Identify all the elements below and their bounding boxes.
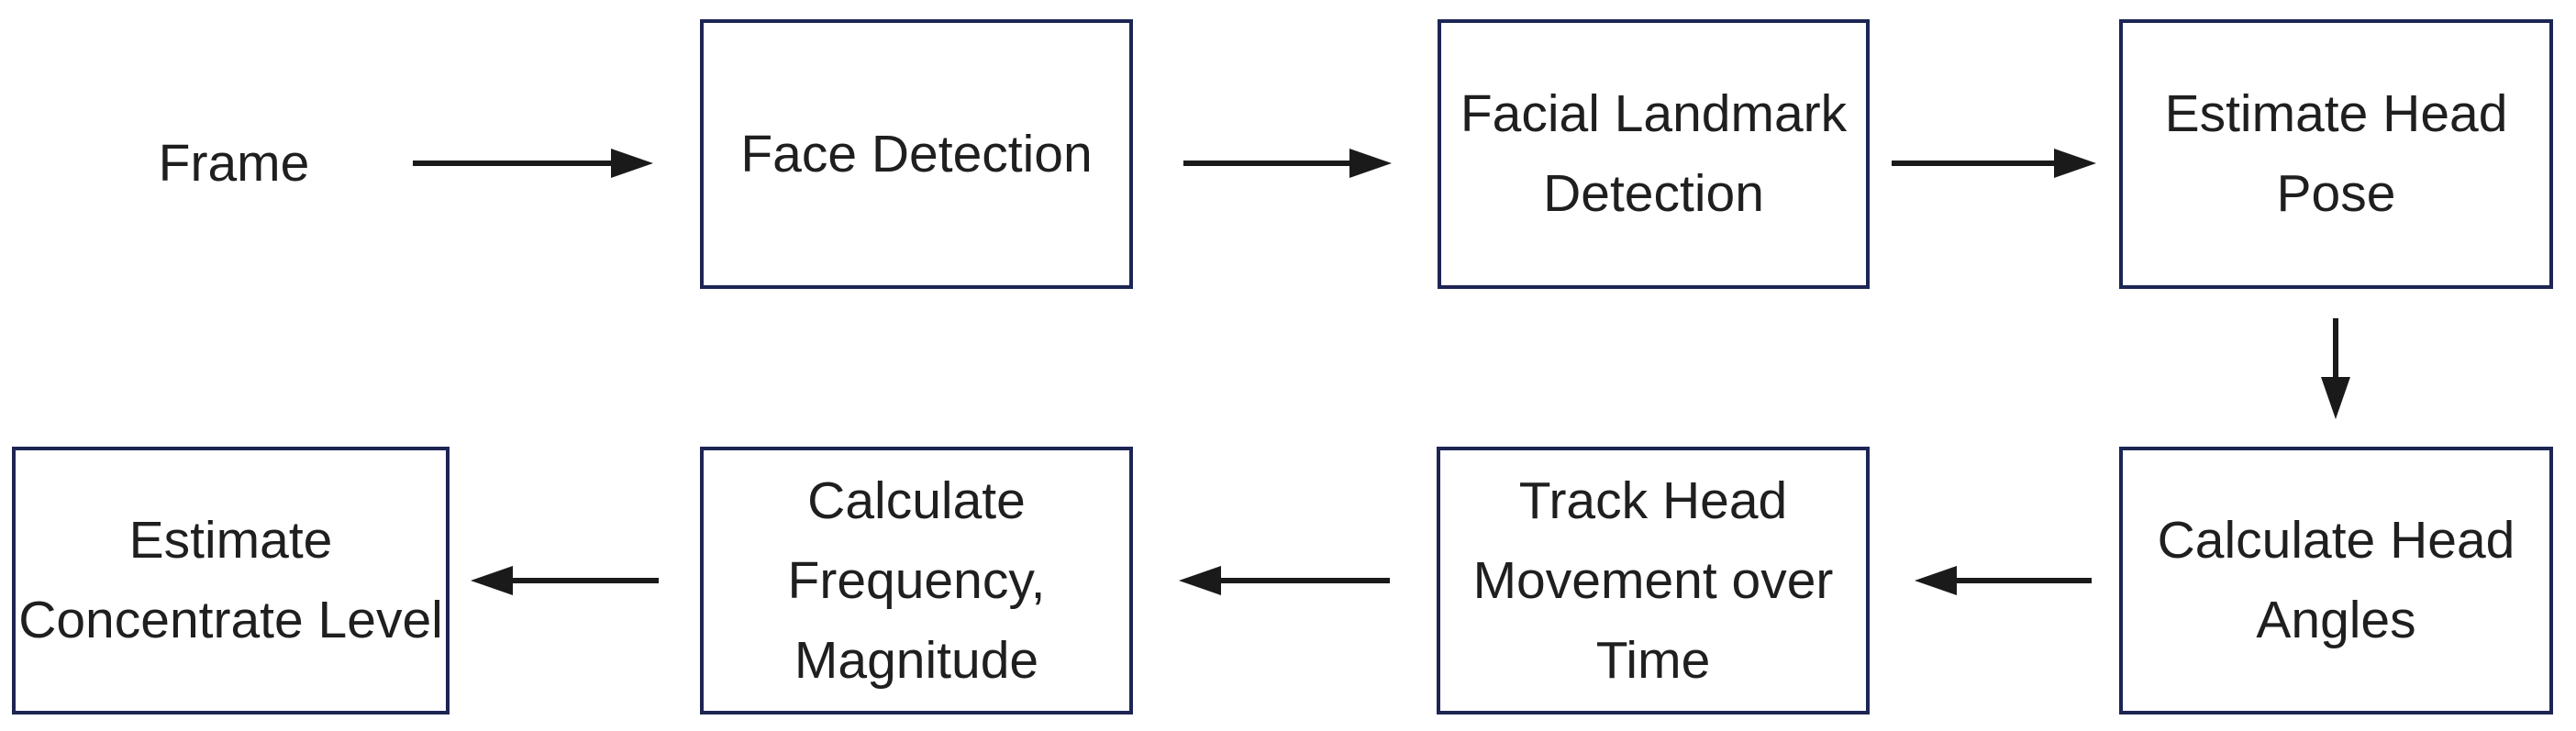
node-label-line: Pose xyxy=(2276,164,2396,223)
node-label-line: Concentrate Level xyxy=(18,591,443,649)
node-label-line: Detection xyxy=(1543,164,1764,223)
node-label-line: Magnitude xyxy=(794,630,1039,690)
arrow-frame-to-face-detection xyxy=(413,149,653,178)
node-calculate-frequency-magnitude: Calculate Frequency, Magnitude xyxy=(700,447,1133,714)
arrow-estimate-head-pose-to-calculate-head-angles xyxy=(2321,318,2350,419)
node-label-line: Frequency, xyxy=(787,550,1046,610)
node-face-detection: Face Detection xyxy=(700,19,1133,289)
node-calculate-head-angles: Calculate Head Angles xyxy=(2119,447,2553,714)
arrow-face-detection-to-facial-landmark-detection xyxy=(1183,149,1392,178)
node-facial-landmark-detection: Facial Landmark Detection xyxy=(1438,19,1870,289)
node-label-line: Calculate Head xyxy=(2157,511,2515,570)
node-label-line: Movement over xyxy=(1472,550,1834,610)
arrow-track-head-movement-to-calculate-frequency-magnitude xyxy=(1179,566,1390,595)
node-estimate-head-pose: Estimate Head Pose xyxy=(2119,19,2553,289)
node-label-line: Facial Landmark xyxy=(1460,84,1848,143)
node-track-head-movement-over-time: Track Head Movement over Time xyxy=(1437,447,1870,714)
node-estimate-concentrate-level: Estimate Concentrate Level xyxy=(12,447,450,714)
frame-label: Frame xyxy=(158,134,310,193)
arrow-calculate-head-angles-to-track-head-movement xyxy=(1915,566,2092,595)
node-label-line: Angles xyxy=(2256,591,2416,649)
node-label-line: Face Detection xyxy=(740,124,1093,183)
arrow-facial-landmark-detection-to-estimate-head-pose xyxy=(1892,149,2096,178)
node-label-line: Time xyxy=(1595,630,1711,690)
node-label-line: Calculate xyxy=(807,471,1026,530)
node-label-line: Estimate xyxy=(128,511,333,570)
node-label-line: Estimate Head xyxy=(2164,84,2508,143)
arrow-calculate-frequency-magnitude-to-estimate-concentrate-level xyxy=(471,566,659,595)
node-label-line: Track Head xyxy=(1518,471,1788,530)
